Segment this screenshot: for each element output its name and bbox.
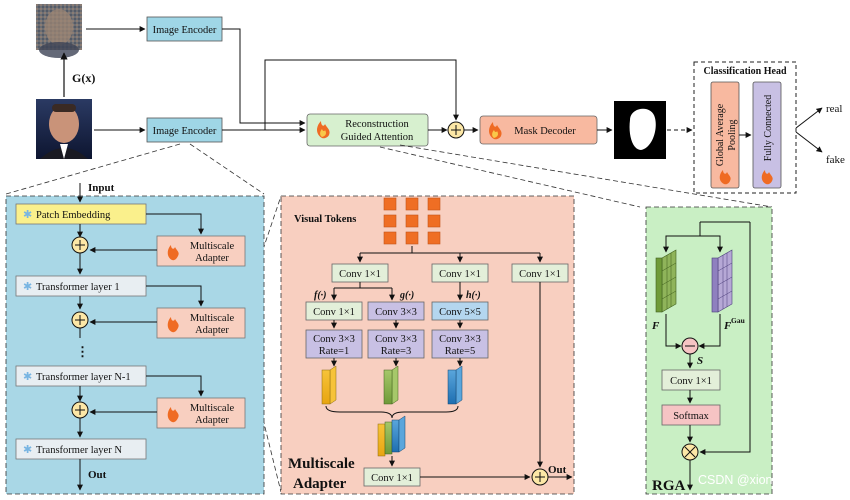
fc-label: Fully Connected [763, 95, 774, 161]
adapter-label-line2: Adapter [195, 415, 229, 426]
conv5x5-label: Conv 5×5 [439, 307, 481, 318]
fire-icon [719, 170, 731, 185]
conv3x3-label: Conv 3×3 [375, 334, 417, 345]
conv1x1-label: Conv 1×1 [519, 269, 561, 280]
dilated-conv-box-1 [305, 329, 363, 359]
rate1-label: Rate=1 [319, 346, 349, 357]
conv1x1-label: Conv 1×1 [313, 307, 355, 318]
fire-icon [489, 122, 502, 140]
visual-tokens-label: Visual Tokens [294, 214, 356, 225]
fgau-label: F [723, 320, 732, 332]
rga-detail-panel [645, 206, 773, 495]
conv1x1-label: Conv 1×1 [439, 269, 481, 280]
feature-map-yellow [321, 365, 337, 405]
feature-f-map [655, 249, 677, 313]
rga-label-line1: Reconstruction [345, 119, 409, 130]
image-encoder-top-label: Image Encoder [153, 25, 217, 36]
transformer-layer-n-minus-1-label: Transformer layer N-1 [36, 372, 131, 383]
conv1x1-label: Conv 1×1 [339, 269, 381, 280]
image-encoder-top-box [146, 16, 223, 42]
f-label: F [651, 320, 660, 332]
encoder-out-label: Out [88, 469, 107, 481]
softmax-label: Softmax [673, 411, 709, 422]
gap-label-line1: Global Average [715, 103, 726, 166]
gx-face-image [36, 4, 82, 58]
feature-map-blue [447, 365, 463, 405]
adapter-label-line1: Multiscale [190, 313, 235, 324]
adapter-label-line1: Multiscale [190, 241, 235, 252]
conv3x3-label: Conv 3×3 [439, 334, 481, 345]
conv3x3-label: Conv 3×3 [313, 334, 355, 345]
dilated-conv-box-5 [431, 329, 489, 359]
fgau-superscript: Gau [731, 316, 745, 325]
rga-conv1x1-label: Conv 1×1 [670, 376, 712, 387]
fire-icon [761, 170, 773, 185]
gx-label: G(x) [72, 71, 95, 85]
subtract-operator-icon [681, 337, 699, 355]
rga-conv1x1-box [661, 369, 721, 391]
adapter-out-label: Out [548, 464, 567, 476]
adapter-label-line2: Adapter [195, 253, 229, 264]
transformer-layer-n-box [15, 438, 147, 460]
fire-icon [317, 121, 330, 139]
softmax-box [661, 404, 721, 426]
conv3x3-label: Conv 3×3 [375, 307, 417, 318]
fake-label: fake [826, 154, 845, 166]
add-operator-icon [447, 121, 465, 139]
multiply-operator-icon [681, 443, 699, 461]
s-label: S [697, 355, 703, 367]
snowflake-icon: ✱ [23, 281, 32, 293]
patch-embedding-label: Patch Embedding [36, 210, 111, 221]
mask-output-image [614, 101, 666, 159]
real-label: real [826, 103, 842, 115]
adapter-label-line2: Adapter [195, 325, 229, 336]
ellipsis-label: ⋮ [76, 344, 89, 359]
feature-fgau-map [711, 249, 733, 313]
add-operator-icon [531, 468, 549, 486]
dilated-conv-box-3 [367, 329, 425, 359]
h-function-label: h(·) [466, 290, 481, 301]
watermark-text: CSDN @xiongxyowo [698, 473, 815, 487]
mask-decoder-label: Mask Decoder [514, 126, 576, 137]
classification-head-title: Classification Head [703, 66, 786, 77]
rga-label-line2: Guided Attention [341, 132, 414, 143]
classification-head-frame [693, 61, 797, 194]
rga-title: RGA [652, 478, 686, 494]
input-face-image [36, 99, 92, 159]
conv1x1-label: Conv 1×1 [371, 473, 413, 484]
snowflake-icon: ✱ [23, 371, 32, 383]
g-function-label: g(·) [399, 290, 414, 301]
visual-tokens-grid [383, 197, 441, 245]
encoder-input-label: Input [88, 182, 115, 194]
fully-connected-box [752, 81, 782, 189]
rate3-label: Rate=3 [381, 346, 411, 357]
gap-label-line2: Pooling [727, 119, 738, 150]
adapter-label-line1: Multiscale [190, 403, 235, 414]
transformer-layer-n-label: Transformer layer N [36, 445, 122, 456]
feature-map-green [383, 365, 399, 405]
fire-icon [167, 317, 179, 333]
rate5-label: Rate=5 [445, 346, 475, 357]
image-encoder-main-label: Image Encoder [153, 126, 217, 137]
snowflake-icon: ✱ [23, 444, 32, 456]
adapter-title-line1: Multiscale [288, 456, 355, 472]
fire-icon [167, 407, 179, 423]
adapter-title-line2: Adapter [293, 476, 347, 492]
transformer-layer-1-label: Transformer layer 1 [36, 282, 120, 293]
f-function-label: f(·) [314, 290, 327, 301]
fire-icon [167, 245, 179, 261]
concatenated-feature-map [377, 415, 406, 457]
snowflake-icon: ✱ [23, 209, 32, 221]
